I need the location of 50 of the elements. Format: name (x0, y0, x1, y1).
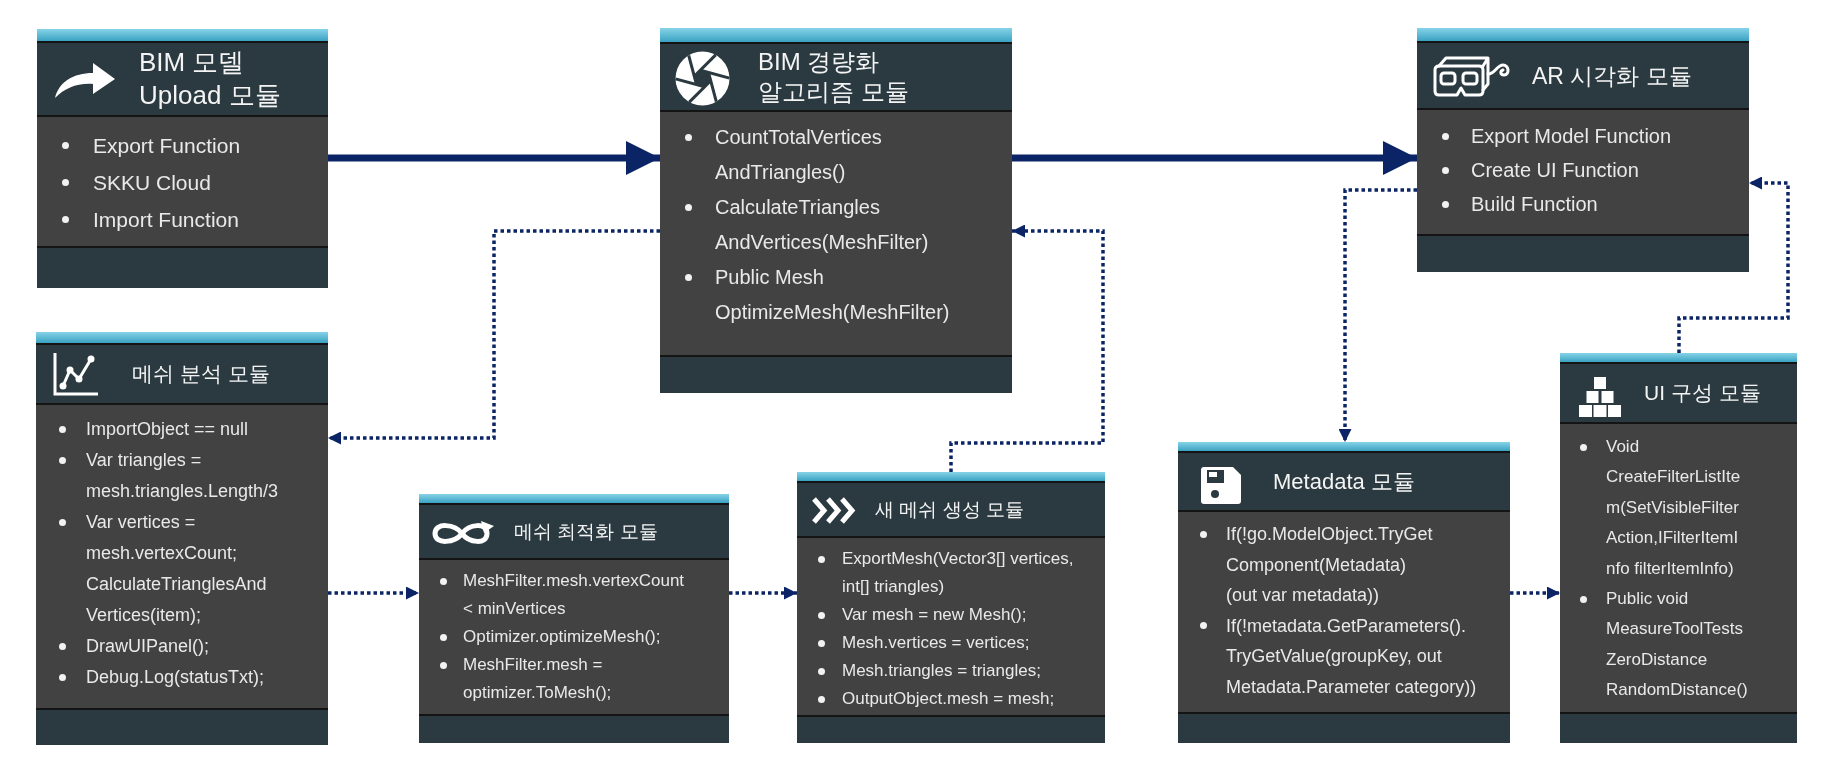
bullet-text: Export Function (93, 134, 241, 157)
bullet-text: If(!go.ModelObject.TryGet Component(Metadata) (out var metadata)) (1226, 524, 1433, 605)
module-card (37, 29, 328, 288)
bullet-text: Void CreateFilterListIte m(SetVisibleFilter Action,IFilterItemI nfo filterItemInfo) (1606, 437, 1741, 578)
bullet-text: Public void MeasureToolTests ZeroDistance RandomDistance() (1606, 589, 1748, 700)
module-title: Metadata 모듈 (1273, 468, 1415, 494)
bullet-text: Var vertices = mesh.vertexCount; CalculateTrianglesAnd Vertices(item); (86, 512, 267, 625)
bullet-text: ExportMesh(Vector3[] vertices, int[] triangles) (842, 549, 1074, 596)
bullet-text: CalculateTriangles AndVertices(MeshFilter) (715, 196, 929, 253)
module-title: 새 메쉬 생성 모듈 (875, 498, 1024, 520)
bullet-text: Var mesh = new Mesh(); (842, 605, 1027, 624)
bullet-text: Build Function (1471, 193, 1598, 215)
dotted-arrow (1677, 176, 1790, 353)
bullet-text: Debug.Log(statusTxt); (86, 667, 265, 687)
bullet-text: Mesh.vertices = vertices; (842, 633, 1030, 652)
bullet-text: SKKU Cloud (93, 171, 211, 194)
module-title: 메쉬 최적화 모듈 (514, 520, 658, 542)
module-title: BIM 경량화 알고리즘 모듈 (758, 48, 909, 105)
module-card (660, 28, 1012, 393)
module-title: BIM 모델 Upload 모듈 (139, 47, 281, 110)
dotted-arrow (949, 224, 1105, 472)
bullet-text: MeshFilter.mesh = optimizer.ToMesh(); (463, 655, 612, 702)
bullet-text: Optimizer.optimizeMesh(); (463, 627, 661, 646)
arrow (1012, 141, 1417, 175)
bullet-text: Public Mesh OptimizeMesh(MeshFilter) (715, 266, 950, 323)
bullet-text: Mesh.triangles = triangles; (842, 661, 1041, 680)
module-card (1178, 442, 1510, 743)
module-title: UI 구성 모듈 (1644, 381, 1761, 404)
module-card (1417, 28, 1749, 272)
bullet-text: Export Model Function (1471, 125, 1672, 147)
bullet-text: If(!metadata.GetParameters(). TryGetValue(groupKey, out Metadata.Parameter category)) (1226, 615, 1477, 697)
bullet-text: ImportObject == null (86, 419, 249, 439)
bullet-text: Create UI Function (1471, 159, 1639, 181)
dotted-arrow (328, 586, 419, 600)
module-card (36, 332, 328, 745)
bullet-text: CountTotalVertices AndTriangles() (715, 126, 882, 183)
bullet-text: Import Function (93, 208, 239, 231)
module-title: AR 시각화 모듈 (1532, 62, 1692, 89)
module-card (419, 494, 729, 743)
bullet-text: OutputObject.mesh = mesh; (842, 689, 1055, 708)
module-title: 메쉬 분석 모듈 (132, 362, 270, 385)
dotted-arrow (1338, 188, 1417, 442)
dotted-arrow (729, 586, 797, 600)
arrow (328, 141, 660, 175)
module-card (797, 472, 1105, 743)
dotted-arrow (328, 229, 660, 445)
dotted-arrow (1510, 586, 1560, 600)
bullet-text: MeshFilter.mesh.vertexCount < minVertices (463, 571, 685, 618)
bullet-text: DrawUIPanel(); (86, 636, 210, 656)
module-card (1560, 353, 1797, 743)
